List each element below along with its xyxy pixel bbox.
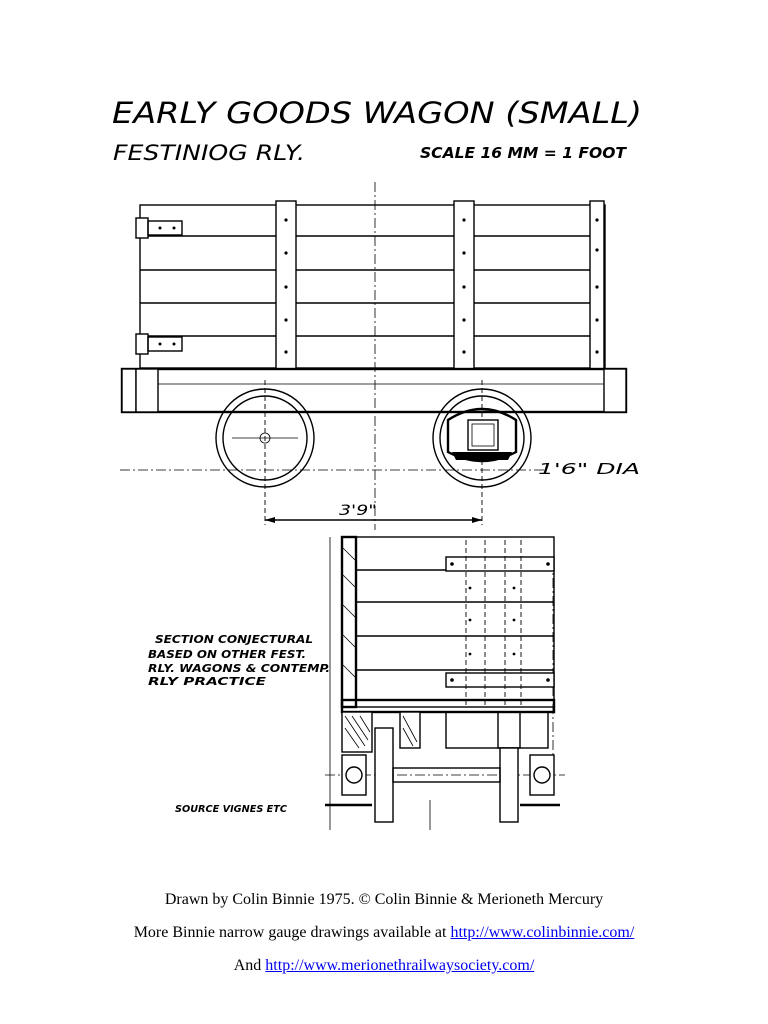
- credit-line: Drawn by Colin Binnie 1975. © Colin Binn…: [0, 891, 768, 909]
- more-drawings-text: More Binnie narrow gauge drawings availa…: [133, 924, 451, 941]
- railway-name: FESTINIOG RLY.: [113, 141, 305, 165]
- and-text: And: [233, 957, 266, 974]
- credit-text: Drawn by Colin Binnie 1975. © Colin Binn…: [164, 891, 604, 908]
- scale-note: SCALE 16 MM = 1 FOOT: [420, 144, 628, 162]
- more-drawings-line: More Binnie narrow gauge drawings availa…: [0, 924, 768, 942]
- end-section: [325, 535, 565, 830]
- source-note: SOURCE VIGNES ETC: [175, 804, 288, 815]
- wheel-diameter-label: 1'6" DIA: [538, 460, 640, 478]
- society-line: And http://www.merionethrailwaysociety.c…: [0, 957, 768, 975]
- merioneth-society-link[interactable]: http://www.merionethrailwaysociety.com/: [265, 957, 535, 974]
- wagon-drawing: EARLY GOODS WAGON (SMALL) FESTINIOG RLY.…: [112, 96, 642, 830]
- note-line-1: SECTION CONJECTURAL: [155, 633, 313, 646]
- wheelbase-dimension: 3'9": [339, 503, 377, 519]
- section-note: SECTION CONJECTURAL BASED ON OTHER FEST.…: [148, 633, 330, 688]
- note-line-2: BASED ON OTHER FEST.: [148, 648, 306, 661]
- drawing-title: EARLY GOODS WAGON (SMALL): [112, 96, 642, 130]
- note-line-4: RLY PRACTICE: [148, 675, 267, 688]
- side-elevation: 3'9" 1'6" DIA: [120, 182, 640, 530]
- note-line-3: RLY. WAGONS & CONTEMP.: [148, 662, 330, 675]
- colinbinnie-link[interactable]: http://www.colinbinnie.com/: [450, 924, 635, 941]
